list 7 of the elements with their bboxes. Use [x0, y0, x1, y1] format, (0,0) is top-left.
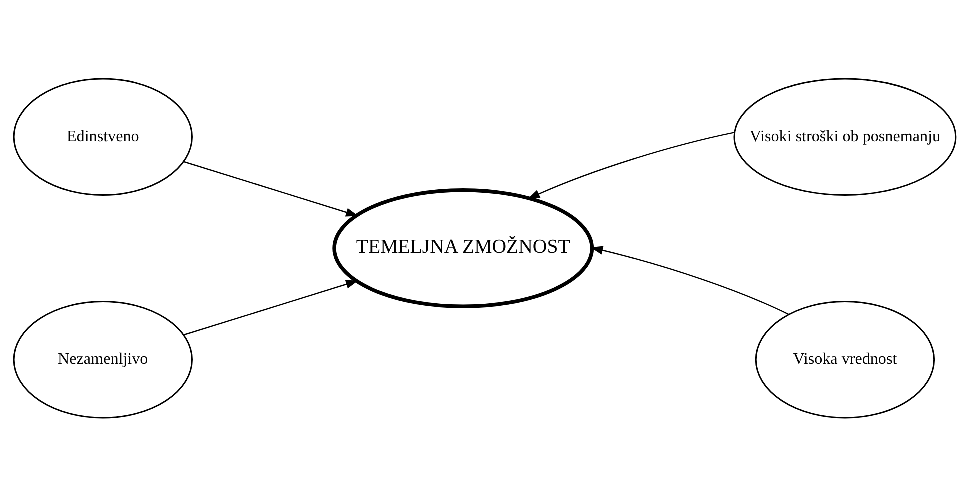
- arrow: [184, 161, 359, 217]
- node-ellipse: Edinstveno: [13, 78, 193, 196]
- node-ellipse: Visoki stroški ob posnemanju: [734, 78, 957, 196]
- node-ellipse: Nezamenljivo: [13, 300, 193, 419]
- node-ellipse: Visoka vrednost: [755, 300, 936, 419]
- arrow: [184, 280, 359, 336]
- arrow: [528, 132, 735, 200]
